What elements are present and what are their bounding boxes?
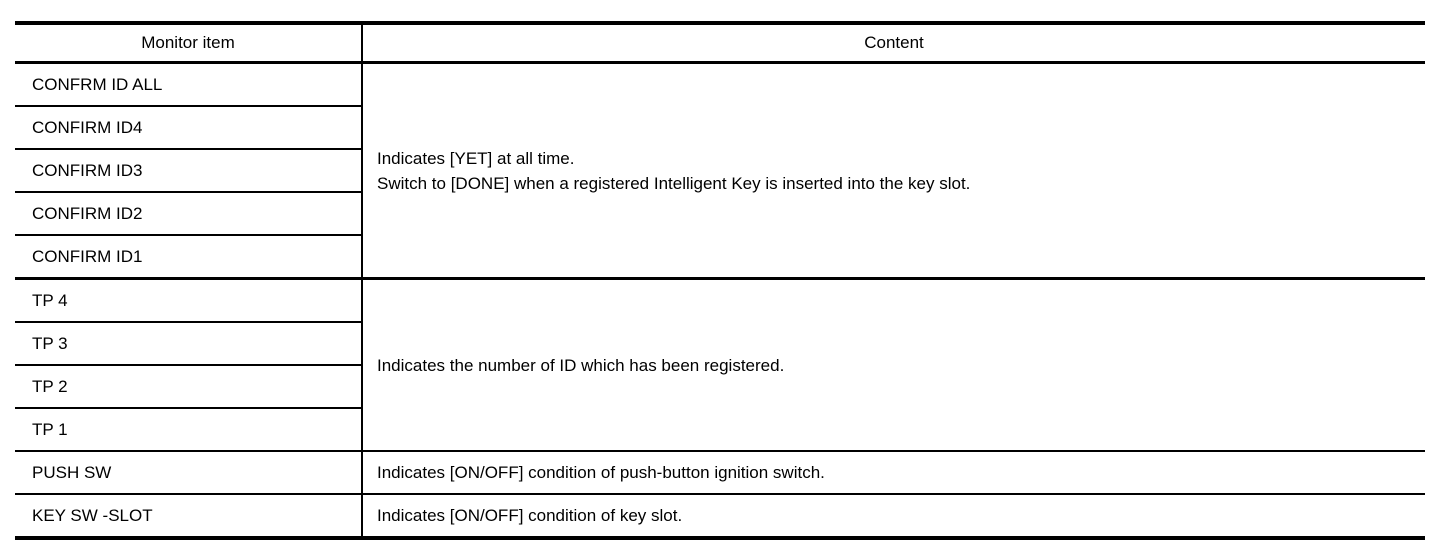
- monitor-item-table: Monitor item Content CONFRM ID ALL Indic…: [15, 21, 1425, 540]
- content-cell: Indicates the number of ID which has bee…: [362, 278, 1425, 452]
- table-row: TP 3: [15, 322, 1425, 366]
- table-row: CONFIRM ID3: [15, 149, 1425, 193]
- table-row: TP 1: [15, 408, 1425, 452]
- column-header-content: Content: [362, 23, 1425, 64]
- table-row: CONFIRM ID4: [15, 106, 1425, 150]
- monitor-item-cell: KEY SW -SLOT: [15, 494, 363, 539]
- monitor-item-cell: TP 2: [15, 365, 363, 409]
- content-cell: Indicates [ON/OFF] condition of push-but…: [362, 451, 1425, 495]
- monitor-item-cell: TP 1: [15, 408, 363, 452]
- content-line: Indicates the number of ID which has bee…: [377, 355, 785, 375]
- monitor-item-cell: CONFIRM ID3: [15, 149, 363, 193]
- monitor-item-cell: CONFIRM ID4: [15, 106, 363, 150]
- monitor-item-cell: CONFIRM ID2: [15, 192, 363, 236]
- content-cell: Indicates [YET] at all time. Switch to […: [362, 62, 1425, 280]
- monitor-item-cell: TP 4: [15, 278, 363, 323]
- monitor-item-cell: CONFIRM ID1: [15, 235, 363, 280]
- table-row: TP 2: [15, 365, 1425, 409]
- table-row: CONFIRM ID2: [15, 192, 1425, 236]
- content-line: Indicates [ON/OFF] condition of push-but…: [377, 463, 825, 482]
- table-row: KEY SW -SLOT Indicates [ON/OFF] conditio…: [15, 494, 1425, 539]
- content-line: Indicates [YET] at all time.: [377, 148, 575, 168]
- table-header-row: Monitor item Content: [15, 23, 1425, 64]
- content-cell: Indicates [ON/OFF] condition of key slot…: [362, 494, 1425, 538]
- monitor-item-cell: PUSH SW: [15, 451, 363, 495]
- content-line: Indicates [ON/OFF] condition of key slot…: [377, 506, 683, 525]
- table-row: CONFRM ID ALL Indicates [YET] at all tim…: [15, 62, 1425, 280]
- table-row: PUSH SW Indicates [ON/OFF] condition of …: [15, 451, 1425, 495]
- table-row: CONFIRM ID1: [15, 235, 1425, 280]
- monitor-item-cell: CONFRM ID ALL: [15, 62, 363, 107]
- monitor-item-cell: TP 3: [15, 322, 363, 366]
- column-header-monitor-item: Monitor item: [15, 23, 363, 64]
- content-line: Switch to [DONE] when a registered Intel…: [377, 173, 971, 193]
- table-row: TP 4 Indicates the number of ID which ha…: [15, 278, 1425, 452]
